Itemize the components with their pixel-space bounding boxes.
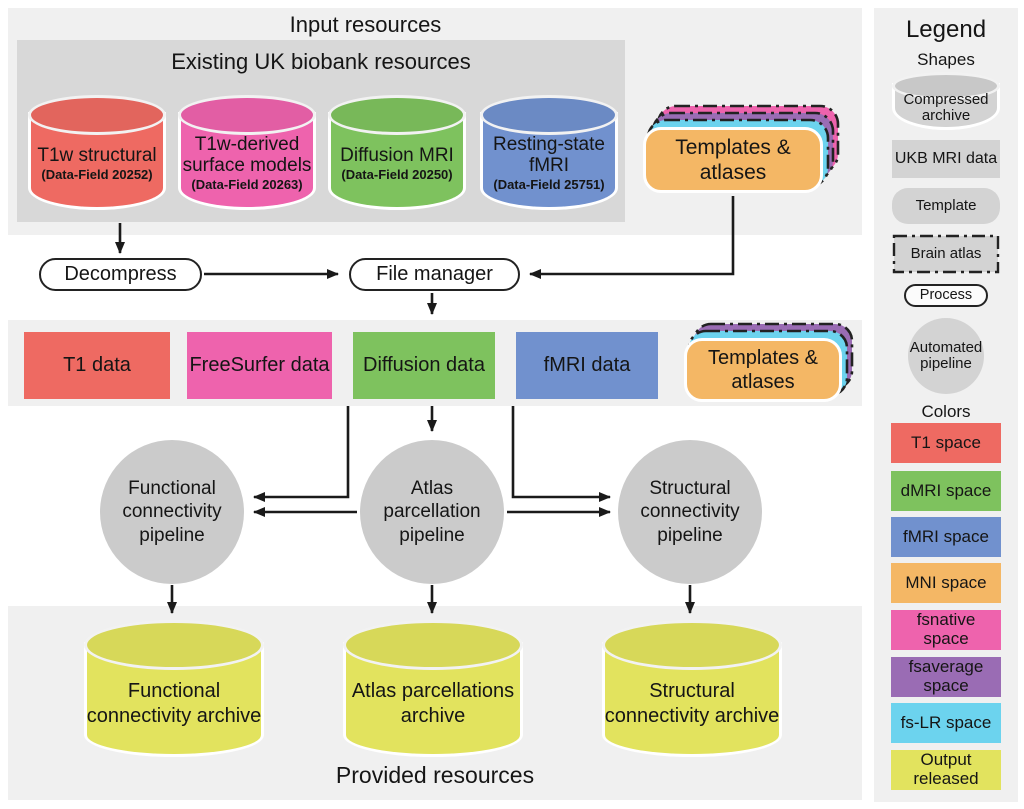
ukb-resources-title: Existing UK biobank resources bbox=[171, 49, 471, 74]
cylinder-label: Resting-state fMRI bbox=[493, 133, 605, 177]
cylinder-datafield: (Data-Field 25751) bbox=[493, 177, 605, 193]
swatch-dmri-space: dMRI space bbox=[891, 471, 1001, 511]
input-resources-title: Input resources bbox=[289, 12, 442, 37]
arrow-data-to-functional bbox=[253, 406, 350, 502]
swatch-fslr-space: fs-LR space bbox=[891, 703, 1001, 743]
swatch-t1-space: T1 space bbox=[891, 423, 1001, 463]
cylinder-functional-archive: Functional connectivity archive bbox=[84, 620, 264, 757]
pipeline-structural-connectivity: Structural connectivity pipeline bbox=[618, 440, 762, 584]
templates-atlases-stack-data: Templates & atlases bbox=[684, 322, 862, 404]
archive-label: Structural connectivity archive bbox=[604, 679, 780, 727]
cylinder-label: Diffusion MRI bbox=[340, 144, 454, 166]
swatch-fmri-space: fMRI space bbox=[891, 517, 1001, 557]
ukb-resources-box: Existing UK biobank resources T1w struct… bbox=[17, 40, 625, 222]
pipeline-atlas-parcellation: Atlas parcellation pipeline bbox=[360, 440, 504, 584]
swatch-fsnative-space: fsnative space bbox=[891, 610, 1001, 650]
legend-shape-brain-atlas: Brain atlas bbox=[892, 234, 1000, 274]
templates-atlases-stack-input: Templates & atlases bbox=[643, 104, 840, 193]
cylinder-structural-archive: Structural connectivity archive bbox=[602, 620, 782, 757]
provided-resources-title: Provided resources bbox=[335, 762, 535, 788]
pipeline-functional-connectivity: Functional connectivity pipeline bbox=[100, 440, 244, 584]
archive-label: Atlas parcellations archive bbox=[351, 679, 515, 727]
box-fmri-data: fMRI data bbox=[516, 332, 658, 399]
cylinder-t1w-structural: T1w structural(Data-Field 20252) bbox=[28, 95, 166, 210]
swatch-mni-space: MNI space bbox=[891, 563, 1001, 603]
swatch-fsaverage-space: fsaverage space bbox=[891, 657, 1001, 697]
cylinder-diffusion-mri: Diffusion MRI(Data-Field 20250) bbox=[328, 95, 466, 210]
legend-shape-process: Process bbox=[904, 284, 988, 307]
arrow-data-to-structural bbox=[511, 406, 611, 502]
legend-shape-template: Template bbox=[892, 188, 1000, 224]
legend-shapes-heading: Shapes bbox=[917, 50, 975, 69]
legend-shape-automated-pipeline: Automated pipeline bbox=[908, 318, 984, 394]
input-resources-band: Input resources Existing UK biobank reso… bbox=[8, 8, 862, 235]
cylinder-atlas-archive: Atlas parcellations archive bbox=[343, 620, 523, 757]
swatch-output-released: Output released bbox=[891, 750, 1001, 790]
dash-dot-border bbox=[892, 234, 1000, 274]
extracted-data-band: T1 data FreeSurfer data Diffusion data f… bbox=[8, 320, 862, 406]
cylinder-label: T1w structural bbox=[37, 144, 157, 166]
cylinder-datafield: (Data-Field 20252) bbox=[41, 166, 153, 182]
cylinder-label: T1w-derived surface models bbox=[182, 133, 312, 177]
templates-atlases-card: Templates & atlases bbox=[643, 127, 823, 193]
box-diffusion-data: Diffusion data bbox=[353, 332, 495, 399]
process-file-manager: File manager bbox=[349, 258, 520, 291]
cylinder-datafield: (Data-Field 20263) bbox=[191, 177, 303, 193]
archive-label: Functional connectivity archive bbox=[86, 679, 262, 727]
legend-panel: Legend Shapes Compressed archive UKB MRI… bbox=[874, 8, 1018, 802]
legend-title: Legend bbox=[905, 16, 987, 43]
cylinder-t1w-surface-models: T1w-derived surface models(Data-Field 20… bbox=[178, 95, 316, 210]
cylinder-resting-state-fmri: Resting-state fMRI(Data-Field 25751) bbox=[480, 95, 618, 210]
templates-atlases-card: Templates & atlases bbox=[684, 338, 842, 402]
provided-resources-band: Functional connectivity archive Atlas pa… bbox=[8, 606, 862, 800]
cylinder-datafield: (Data-Field 20250) bbox=[341, 166, 453, 182]
legend-colors-heading: Colors bbox=[921, 402, 971, 421]
box-freesurfer-data: FreeSurfer data bbox=[187, 332, 332, 399]
legend-shape-compressed-archive: Compressed archive bbox=[892, 72, 1000, 130]
legend-shape-ukb-mri-data: UKB MRI data bbox=[892, 140, 1000, 178]
process-decompress: Decompress bbox=[39, 258, 202, 291]
box-t1-data: T1 data bbox=[24, 332, 170, 399]
